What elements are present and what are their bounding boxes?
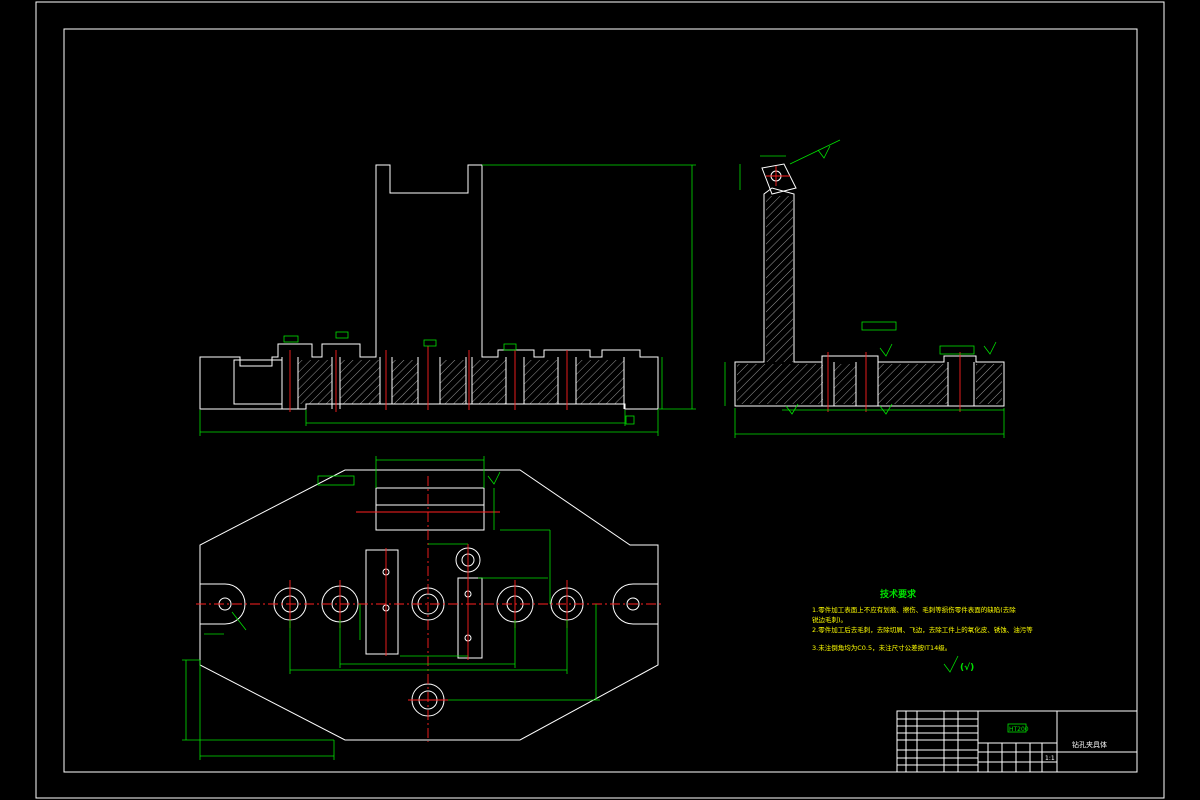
tech-requirements: 技术要求 1.零件加工表面上不应有划痕、擦伤、毛刺等损伤零件表面的缺陷(去除 锐…	[812, 588, 1033, 673]
front-view	[199, 164, 696, 436]
scale-value: 1:1	[1045, 755, 1055, 762]
tech-req-line-1: 1.零件加工表面上不应有划痕、擦伤、毛刺等损伤零件表面的缺陷(去除	[812, 605, 1016, 614]
inner-frame	[63, 28, 1138, 773]
roughness-symbol-icon	[943, 655, 959, 673]
title-block: HT200 钻孔夹具体 1:1	[896, 710, 1138, 773]
drawing-title: 钻孔夹具体	[1072, 740, 1107, 749]
material-stamp: HT200	[1009, 726, 1029, 733]
material-stamp-box	[1007, 723, 1027, 733]
tech-req-line-2: 锐边毛刺)。	[812, 615, 847, 624]
side-view	[724, 139, 1005, 438]
tech-req-line-3: 2.零件加工后去毛刺，去除切屑、飞边，去除工件上的氧化皮、锈蚀、油污等	[812, 625, 1033, 634]
tech-req-line-4: 3.未注倒角均为C0.5，未注尺寸公差按IT14级。	[812, 643, 951, 652]
top-view	[182, 456, 662, 760]
outer-border	[35, 1, 1165, 799]
roughness-note: (√)	[960, 662, 974, 673]
tech-requirements-title: 技术要求	[880, 588, 917, 600]
